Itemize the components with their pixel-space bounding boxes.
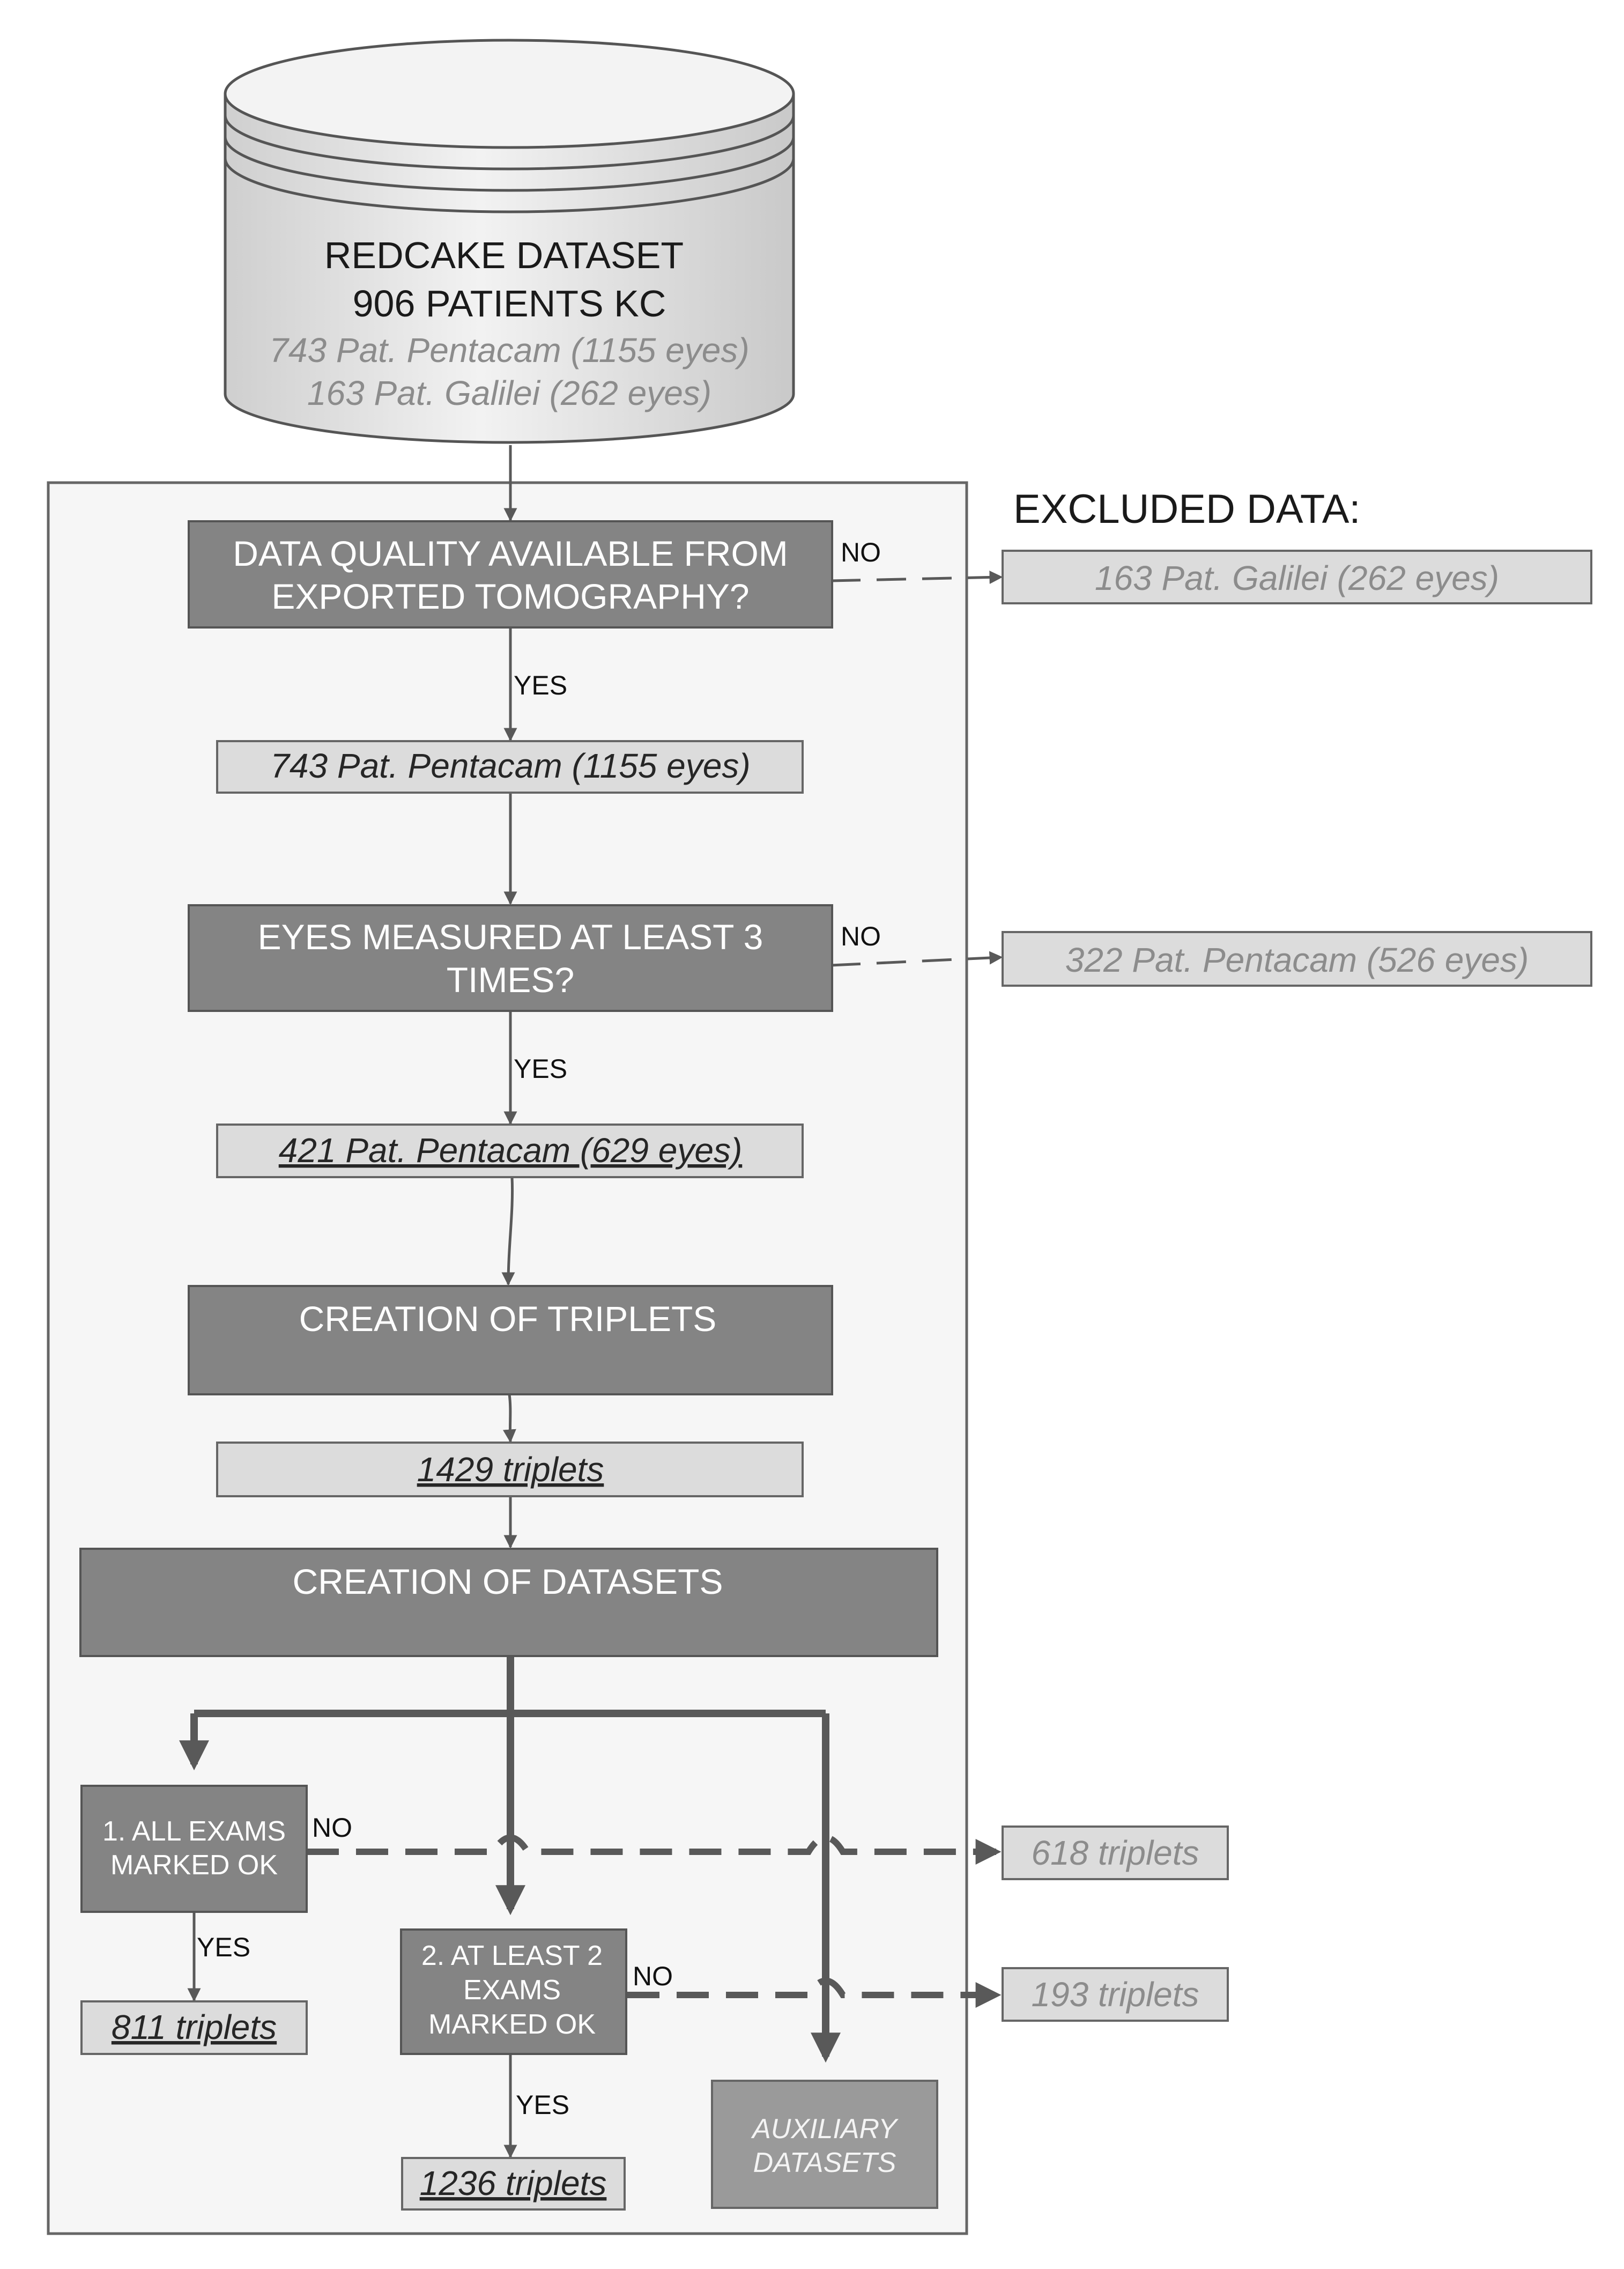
aux-box	[711, 2080, 938, 2209]
datasets-step-box	[79, 1548, 938, 1657]
triplets-step-box	[188, 1285, 833, 1395]
r1236-box	[401, 2157, 626, 2211]
excluded-193-text: 193 triplets	[1031, 1975, 1199, 2014]
excluded-618-box	[1002, 1825, 1229, 1880]
q2-no-label: NO	[841, 921, 881, 951]
q2-line1: EYES MEASURED AT LEAST 3	[258, 917, 763, 957]
r2-box	[216, 1124, 804, 1178]
excluded-galilei-box	[1002, 550, 1592, 604]
arrow-q1-no	[830, 570, 1003, 584]
dataset-pentacam-count: 743 Pat. Pentacam (1155 eyes)	[269, 331, 749, 369]
r2-text: 421 Pat. Pentacam (629 eyes)	[279, 1131, 743, 1170]
q2-box	[188, 904, 833, 1012]
q1-yes-label: YES	[514, 670, 567, 700]
dataset-subtitle: 906 PATIENTS KC	[353, 283, 666, 324]
q1-box	[188, 520, 833, 629]
aux-line1: AUXILIARY	[751, 2113, 899, 2145]
excluded-galilei-text: 163 Pat. Galilei (262 eyes)	[1095, 559, 1499, 597]
r3-text: 1429 triplets	[417, 1450, 604, 1489]
b2-box	[400, 1928, 627, 2055]
r811-text: 811 triplets	[112, 2008, 277, 2046]
b1-yes-label: YES	[197, 1932, 250, 1962]
b2-line3: MARKED OK	[428, 2009, 596, 2040]
aux-line2: DATASETS	[753, 2147, 896, 2178]
excluded-pentacam-text: 322 Pat. Pentacam (526 eyes)	[1065, 941, 1529, 979]
r1236-text: 1236 triplets	[420, 2164, 607, 2203]
arrow-triplets-to-r3	[502, 1394, 516, 1443]
b1-box	[80, 1785, 308, 1913]
q2-yes-label: YES	[514, 1054, 567, 1084]
arrow-b1-no	[307, 1834, 1002, 1865]
q1-no-label: NO	[841, 537, 881, 567]
b2-line2: EXAMS	[463, 1975, 561, 2006]
datasets-step-text: CREATION OF DATASETS	[292, 1562, 723, 1601]
b2-no-label: NO	[633, 1961, 673, 1991]
excluded-618-text: 618 triplets	[1031, 1834, 1199, 1872]
triplets-step-text: CREATION OF TRIPLETS	[299, 1299, 717, 1339]
dataset-title: REDCAKE DATASET	[324, 234, 684, 276]
r1-box	[216, 740, 804, 794]
r811-box	[80, 2000, 308, 2055]
dataset-cylinder	[224, 39, 795, 444]
arrow-r2-to-triplets	[501, 1177, 515, 1286]
excluded-heading: EXCLUDED DATA:	[1013, 486, 1361, 532]
arrow-b2-no	[627, 1977, 1002, 2008]
excluded-193-box	[1002, 1967, 1229, 2022]
arrow-q2-no	[830, 951, 1003, 967]
q1-line2: EXPORTED TOMOGRAPHY?	[271, 577, 749, 616]
q1-line1: DATA QUALITY AVAILABLE FROM	[233, 534, 788, 573]
b1-line2: MARKED OK	[110, 1850, 278, 1881]
b2-yes-label: YES	[516, 2090, 569, 2120]
excluded-pentacam-box	[1002, 931, 1592, 987]
q2-line2: TIMES?	[447, 960, 574, 1000]
dataset-galilei-count: 163 Pat. Galilei (262 eyes)	[307, 374, 711, 412]
b1-no-label: NO	[312, 1813, 352, 1843]
b2-line1: 2. AT LEAST 2	[421, 1940, 603, 1971]
b1-line1: 1. ALL EXAMS	[102, 1816, 286, 1847]
r3-box	[216, 1442, 804, 1497]
r1-text: 743 Pat. Pentacam (1155 eyes)	[270, 747, 750, 785]
